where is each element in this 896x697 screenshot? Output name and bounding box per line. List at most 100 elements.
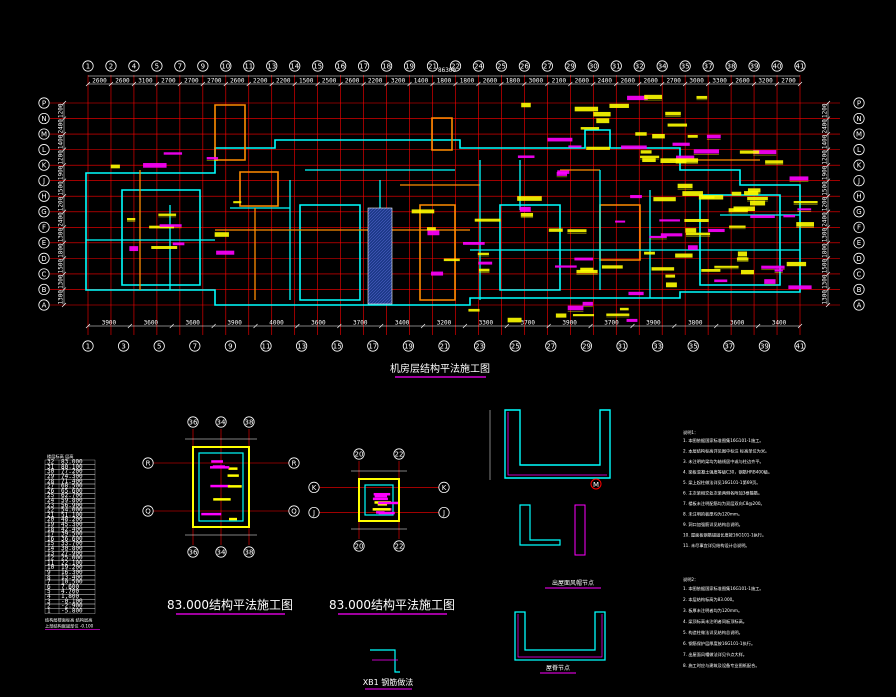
dim-tick — [61, 178, 67, 183]
notes-line: 1. 本图依据国家标准图集16G101-1施工。 — [683, 585, 764, 592]
axis-bubble-top — [794, 60, 806, 72]
dim-tick — [211, 323, 216, 329]
table-floor-number: 17 — [47, 531, 55, 538]
table-elevation: 59.800 — [61, 497, 83, 504]
beam-label-block — [548, 228, 563, 232]
axis-label-side: D — [856, 255, 861, 263]
detail-axis-label: 34 — [217, 419, 226, 427]
table-floor-number: 19 — [47, 521, 55, 528]
section-marker-label: M — [593, 481, 599, 489]
dim-value: 2600 — [483, 78, 498, 85]
notes-line: 3. 未注明的梁均为轴线居中或与柱边齐平。 — [683, 458, 764, 465]
table-floor-number: 15 — [47, 540, 55, 547]
axis-label-bottom: 17 — [368, 343, 377, 351]
beam-label-block — [698, 195, 724, 200]
notes-line: 1. 本图依据国家标准图集16G101-1施工。 — [683, 437, 764, 444]
axis-bubble-bottom — [794, 340, 806, 352]
axis-bubble-bottom — [509, 340, 521, 352]
notes-line: 2. 本层结构标高为83.000。 — [683, 596, 736, 603]
beam-label-block — [431, 271, 444, 276]
axis-label-top: 39 — [750, 63, 759, 71]
dim-tick — [825, 162, 831, 168]
beam-annotations — [110, 94, 818, 323]
table-floor-number: 11 — [47, 559, 55, 566]
axis-label-bottom: 39 — [760, 343, 769, 351]
table-elevation: 10.500 — [61, 579, 83, 586]
section-a2-outline — [519, 504, 561, 546]
beam-label-block — [547, 137, 573, 142]
axis-label-top: 40 — [773, 63, 782, 71]
beam-label-block — [233, 201, 242, 204]
dim-tick — [728, 81, 734, 87]
detail-label-block — [213, 498, 231, 501]
dim-tick — [825, 194, 831, 199]
axis-label-bottom: 21 — [440, 343, 449, 351]
axis-bubble-top — [312, 60, 324, 72]
table-floor-number: 22 — [47, 507, 55, 514]
dim-value: 1500 — [822, 181, 829, 196]
axis-label-top: 18 — [382, 63, 391, 71]
section-b-rebar — [517, 614, 603, 658]
dim-tick — [797, 81, 803, 87]
axis-label-bottom: 41 — [796, 343, 805, 351]
beam-label-block — [586, 146, 610, 150]
axis-bubble-top — [656, 60, 668, 72]
axis-bubble-top — [151, 60, 163, 72]
axis-bubble-top — [449, 60, 462, 72]
beam-label-block — [619, 307, 629, 311]
beam-label-block — [468, 308, 480, 312]
dim-tick — [797, 323, 803, 329]
table-elevation: 80.100 — [61, 463, 83, 470]
dim-tick — [223, 81, 229, 87]
dim-value: 3400 — [395, 320, 410, 327]
beam-label-block — [761, 265, 785, 269]
dim-value: 3900 — [646, 320, 661, 327]
beam-label-block — [747, 196, 768, 201]
axis-bubble-side — [38, 237, 50, 249]
dim-tick — [378, 323, 384, 329]
table-floor-number: 30 — [47, 468, 55, 475]
axis-bubble-top — [495, 60, 508, 72]
detail-axis-bubble — [243, 416, 255, 428]
axis-bubble-top — [679, 60, 691, 72]
axis-bubble-side — [38, 159, 50, 171]
dim-tick — [246, 81, 251, 87]
table-floor-number: 25 — [47, 492, 55, 499]
table-elevation: 1.800 — [61, 593, 79, 600]
section-b-caption: 屋脊节点 — [546, 664, 570, 672]
detail-label-block — [378, 511, 395, 515]
table-elevation: 7.600 — [61, 583, 79, 590]
detail-label-block — [227, 474, 239, 477]
axis-label-top: 35 — [681, 63, 690, 71]
table-elevation: -2.900 — [61, 603, 83, 610]
section-c-caption: XB1 钢筋做法 — [363, 677, 414, 687]
axis-label-bottom: 37 — [724, 343, 733, 351]
dim-tick — [522, 81, 527, 87]
detail-wall-inner — [364, 484, 394, 516]
beam-label-block — [667, 123, 688, 127]
dim-value: 3300 — [479, 320, 494, 327]
beam-label-block — [580, 127, 600, 130]
beam-label-block — [644, 94, 663, 100]
dim-tick — [614, 81, 619, 87]
dim-value: 1200 — [822, 150, 829, 165]
axis-bubble-bottom — [82, 340, 94, 352]
detail-axis-bubble — [353, 448, 365, 460]
axis-label-top: 30 — [589, 63, 598, 71]
axis-bubble-top — [702, 60, 714, 72]
detail-label-block — [211, 460, 224, 463]
beam-label-block — [609, 103, 629, 108]
axis-label-side: C — [857, 270, 862, 278]
dim-value: 1500 — [58, 181, 65, 196]
beam-label-block — [158, 213, 177, 216]
table-floor-number: 3 — [47, 598, 51, 605]
detail-axis-bubble — [438, 481, 450, 493]
wall-outline — [431, 117, 453, 151]
detail-axis-label: 22 — [395, 451, 404, 459]
dim-tick — [253, 323, 258, 329]
dim-tick — [292, 81, 297, 87]
beam-label-block — [477, 252, 489, 255]
axis-bubble-side — [853, 206, 865, 218]
top-dim-total: 86300 — [438, 67, 456, 74]
